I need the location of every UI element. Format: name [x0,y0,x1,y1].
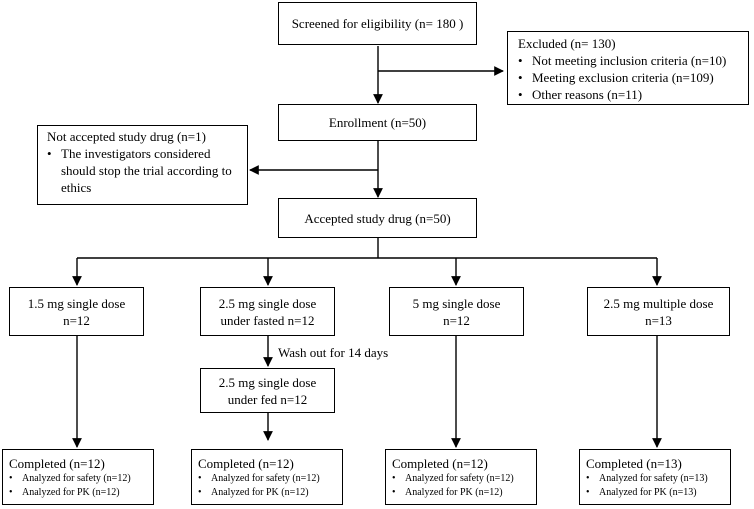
completed-title: Completed (n=13) [586,456,682,471]
accepted-box: Accepted study drug (n=50) [278,198,477,238]
accepted-label: Accepted study drug (n=50) [304,210,451,226]
completed-box-2: Completed (n=12) Analyzed for safety (n=… [191,449,343,505]
completed-title: Completed (n=12) [392,456,488,471]
fed-line1: 2.5 mg single dose [218,374,317,390]
arm-line1: 2.5 mg single dose [218,295,317,311]
completed-item: Analyzed for safety (n=12) [9,472,153,486]
enrollment-box: Enrollment (n=50) [278,104,477,141]
arm-box-4: 2.5 mg multiple dose n=13 [587,287,730,336]
arm-box-1: 1.5 mg single dose n=12 [9,287,144,336]
completed-title: Completed (n=12) [9,456,105,471]
washout-label: Wash out for 14 days [278,345,389,360]
completed-box-4: Completed (n=13) Analyzed for safety (n=… [579,449,731,505]
arm-line1: 2.5 mg multiple dose [603,295,714,311]
completed-item: Analyzed for PK (n=12) [9,486,153,500]
screened-box: Screened for eligibility (n= 180 ) [278,2,477,45]
arm-box-2: 2.5 mg single dose under fasted n=12 [200,287,335,336]
excluded-item: Meeting exclusion criteria (n=109) [518,69,748,86]
completed-box-3: Completed (n=12) Analyzed for safety (n=… [385,449,537,505]
completed-item: Analyzed for PK (n=12) [392,486,536,500]
arm-line2: n=12 [63,312,90,328]
arm-line1: 1.5 mg single dose [27,295,126,311]
not-accepted-box: Not accepted study drug (n=1) The invest… [37,125,248,205]
arm-line2: under fasted n=12 [220,312,315,328]
completed-title: Completed (n=12) [198,456,294,471]
arm-line1: 5 mg single dose [412,295,501,311]
not-accepted-title: Not accepted study drug (n=1) [47,129,206,144]
enrollment-label: Enrollment (n=50) [328,115,427,130]
completed-box-1: Completed (n=12) Analyzed for safety (n=… [2,449,154,505]
arm-line2: n=13 [645,312,672,328]
completed-item: Analyzed for safety (n=12) [392,472,536,486]
arm-line2: n=12 [443,312,470,328]
completed-item: Analyzed for PK (n=12) [198,486,342,500]
arm-box-3: 5 mg single dose n=12 [389,287,524,336]
excluded-item: Not meeting inclusion criteria (n=10) [518,52,748,69]
not-accepted-item: The investigators considered should stop… [47,145,243,196]
fed-box: 2.5 mg single dose under fed n=12 [200,368,335,413]
excluded-title: Excluded (n= 130) [518,36,616,51]
screened-label: Screened for eligibility (n= 180 ) [291,16,464,31]
fed-line2: under fed n=12 [227,391,308,407]
completed-item: Analyzed for safety (n=12) [198,472,342,486]
excluded-box: Excluded (n= 130) Not meeting inclusion … [507,31,749,105]
completed-item: Analyzed for safety (n=13) [586,472,730,486]
completed-item: Analyzed for PK (n=13) [586,486,730,500]
excluded-item: Other reasons (n=11) [518,86,748,103]
